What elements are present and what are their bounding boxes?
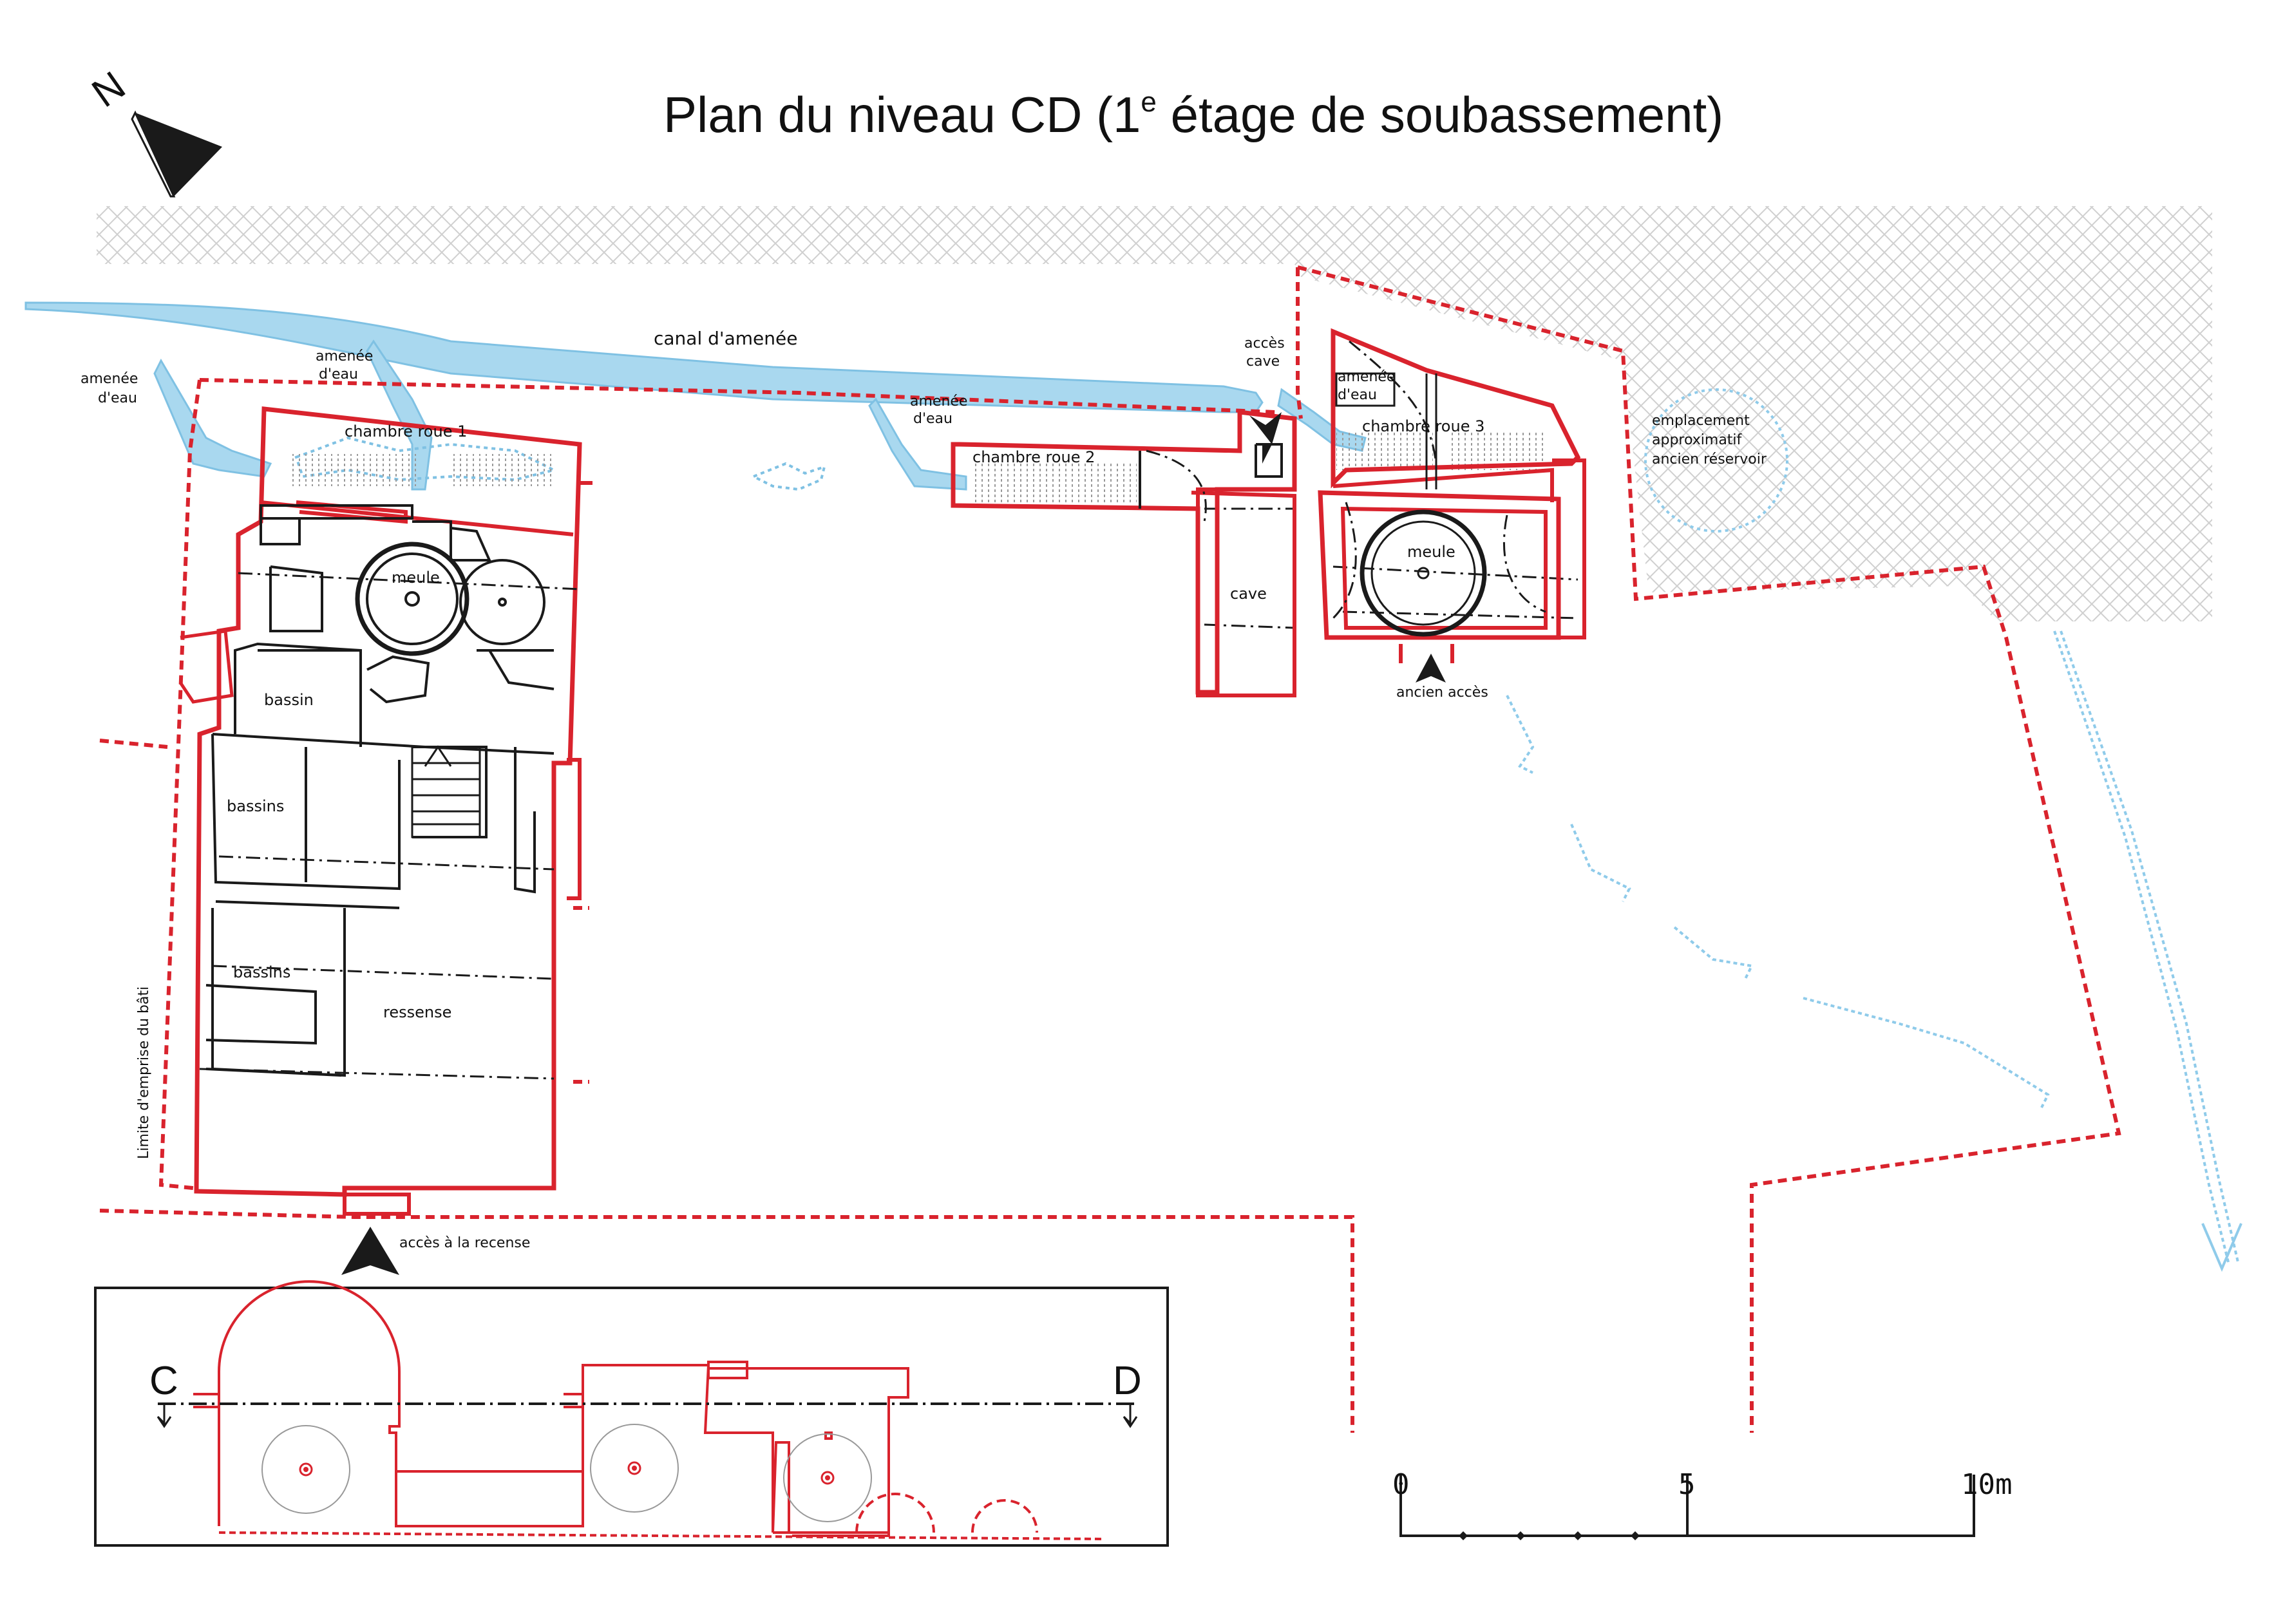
label-canal: canal d'amenée — [654, 328, 797, 349]
label-reservoir-c: ancien réservoir — [1652, 451, 1767, 467]
building-3 — [1318, 328, 1586, 663]
label-meule-1: meule — [392, 569, 440, 587]
label-amenee-1a: amenée — [81, 371, 138, 387]
building-1-interior — [205, 504, 555, 1077]
label-amenee-3a: amenée — [910, 393, 967, 410]
label-acces-cave-a: accès — [1244, 335, 1285, 352]
label-cave: cave — [1230, 585, 1267, 603]
label-amenee-4a: amenée — [1338, 369, 1395, 385]
label-acces-recense: accès à la recense — [399, 1235, 530, 1251]
scale-bar: 0 5 10m — [1392, 1468, 2012, 1540]
page-title: Plan du niveau CD (1e étage de soubassem… — [663, 86, 1723, 143]
label-reservoir-b: approximatif — [1652, 432, 1743, 448]
label-amenee-4b: d'eau — [1338, 387, 1377, 403]
emprise-limit-dashed — [99, 265, 2121, 1433]
label-ressense: ressense — [383, 1003, 451, 1021]
scale-tick-0: 0 — [1392, 1468, 1410, 1501]
section-inset: C D — [94, 1280, 1169, 1547]
north-arrow-icon: N — [84, 63, 222, 198]
label-acces-cave-b: cave — [1246, 354, 1280, 370]
scale-tick-10: 10m — [1961, 1468, 2012, 1501]
north-label: N — [84, 63, 133, 116]
label-bassins-2: bassins — [233, 963, 290, 981]
label-amenee-1b: d'eau — [98, 390, 137, 406]
section-label-d: D — [1113, 1359, 1142, 1403]
label-chambre-roue-2: chambre roue 2 — [972, 448, 1095, 466]
label-limite: Limite d'emprise du bâti — [136, 987, 152, 1159]
hatched-ground-zone — [97, 206, 2212, 621]
wheel-stair-hatching — [290, 431, 1546, 502]
staircase — [411, 745, 481, 838]
label-amenee-3b: d'eau — [913, 411, 953, 427]
label-bassin: bassin — [264, 691, 314, 709]
label-ancien-acces: ancien accès — [1396, 685, 1488, 701]
scale-tick-5: 5 — [1678, 1468, 1696, 1501]
water-flow-arrows — [1506, 630, 2242, 1272]
label-amenee-2a: amenée — [316, 348, 373, 364]
section-lines — [199, 507, 1578, 1080]
building-2 — [951, 410, 1297, 697]
access-arrow-icon — [341, 412, 1446, 1275]
label-bassins-1: bassins — [227, 797, 284, 815]
label-chambre-roue-3: chambre roue 3 — [1362, 417, 1484, 435]
reservoir-outline — [1644, 388, 1788, 533]
label-amenee-2b: d'eau — [319, 366, 358, 382]
section-label-c: C — [149, 1359, 178, 1403]
water-channel — [24, 301, 1367, 491]
label-chambre-roue-1: chambre roue 1 — [345, 422, 467, 440]
room-labels: canal d'amenée amenée d'eau amenée d'eau… — [81, 328, 1767, 1251]
building-1 — [178, 406, 592, 1216]
label-meule-2: meule — [1407, 543, 1455, 561]
label-reservoir-a: emplacement — [1652, 413, 1750, 429]
